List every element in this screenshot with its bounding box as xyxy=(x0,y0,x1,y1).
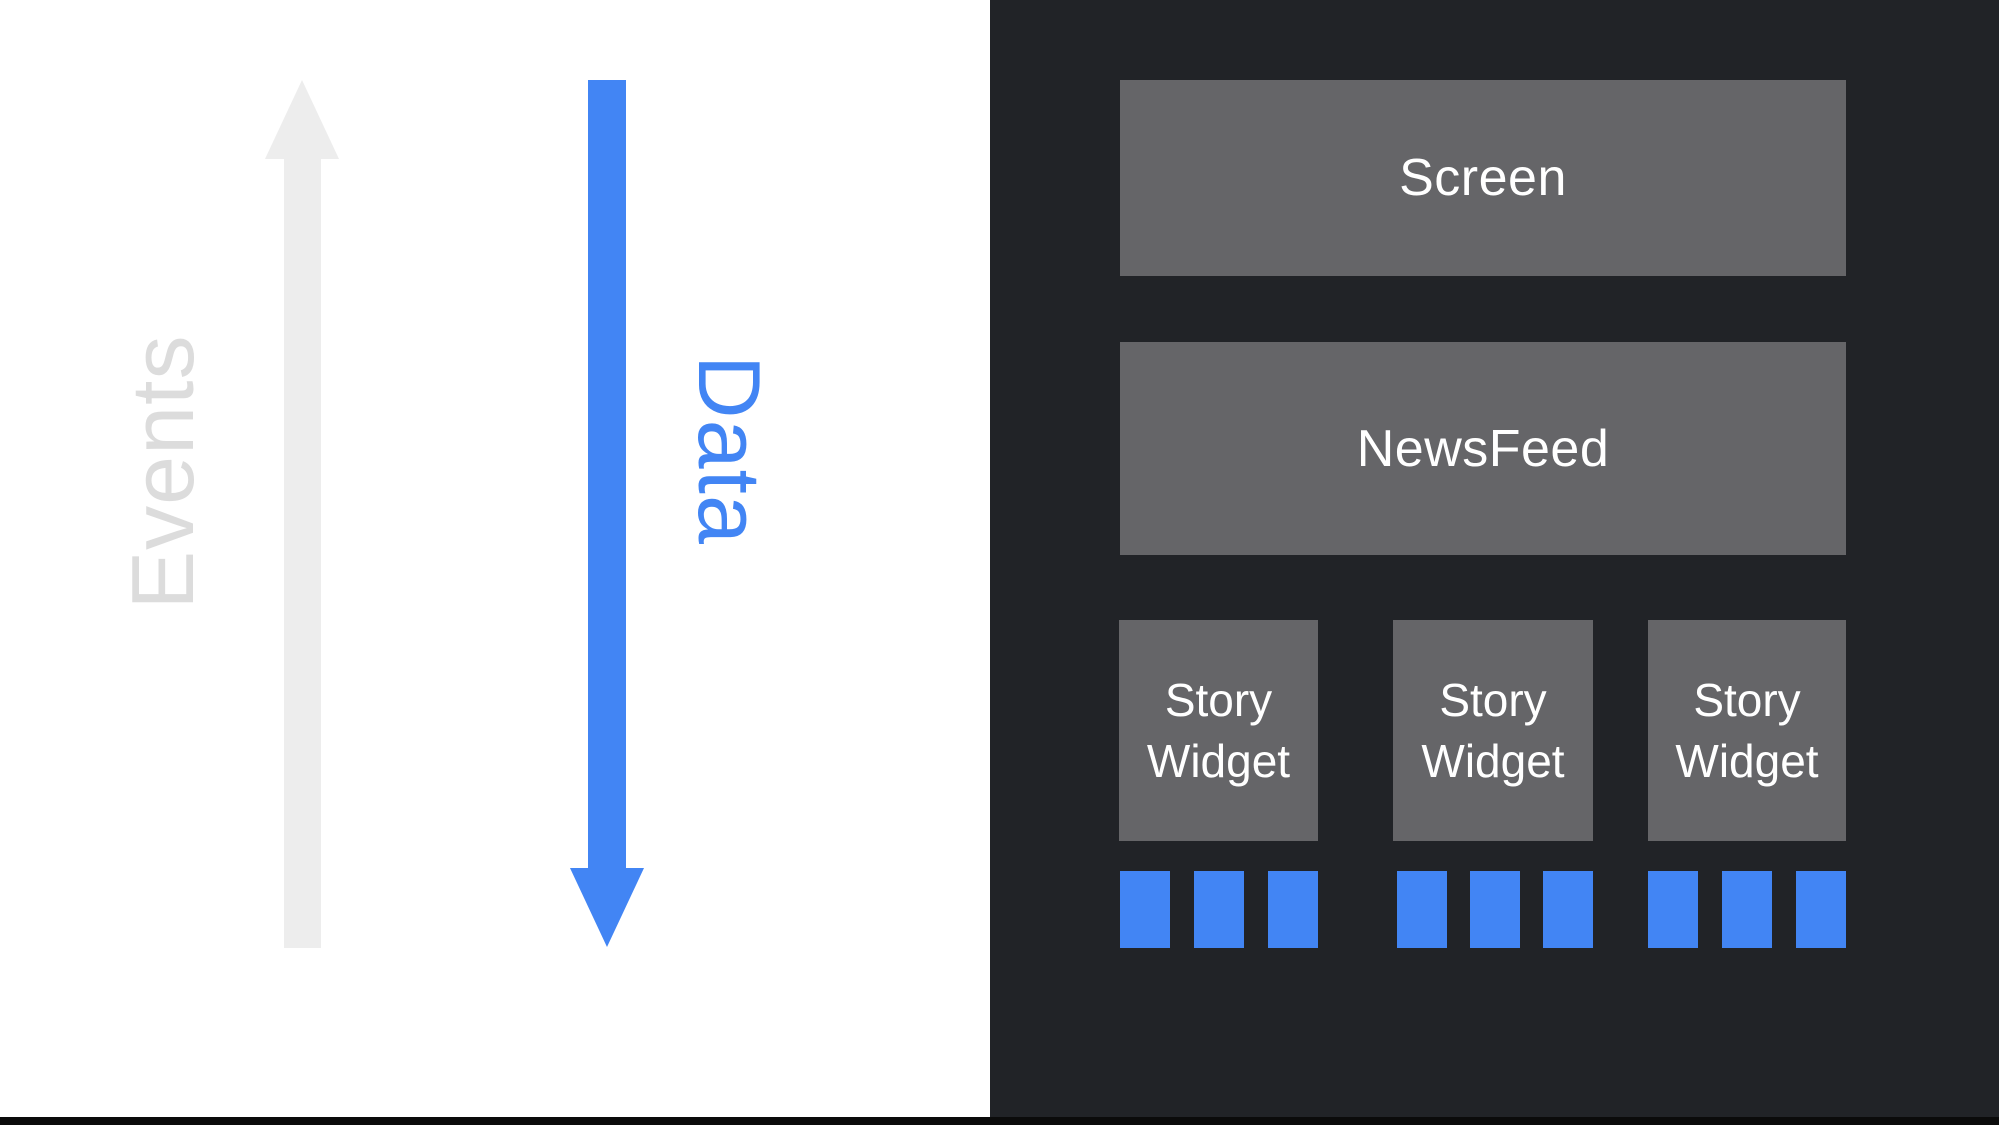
bottom-edge-bar xyxy=(0,1117,1999,1125)
screen-box: Screen xyxy=(1120,80,1846,276)
data-square xyxy=(1194,871,1244,948)
data-arrow-shaft xyxy=(588,80,626,868)
data-square xyxy=(1268,871,1318,948)
data-square-group-3 xyxy=(1648,871,1846,948)
data-square xyxy=(1648,871,1698,948)
story-widget-label: Story Widget xyxy=(1146,673,1291,787)
story-widget-box-1: Story Widget xyxy=(1119,620,1318,841)
screen-box-label: Screen xyxy=(1399,149,1567,207)
data-square-group-1 xyxy=(1120,871,1318,948)
story-widget-label: Story Widget xyxy=(1675,673,1819,787)
story-widget-label: Story Widget xyxy=(1421,673,1565,787)
newsfeed-box: NewsFeed xyxy=(1120,342,1846,555)
data-square xyxy=(1722,871,1772,948)
events-up-arrow xyxy=(265,80,339,948)
data-down-arrow xyxy=(570,80,644,947)
data-square xyxy=(1470,871,1520,948)
events-arrow-shaft xyxy=(283,159,321,948)
data-label: Data xyxy=(680,355,779,545)
data-square xyxy=(1543,871,1593,948)
data-square xyxy=(1120,871,1170,948)
story-widget-box-2: Story Widget xyxy=(1393,620,1593,841)
widget-tree-panel: Screen NewsFeed Story Widget Story Widge… xyxy=(990,0,1999,1125)
data-square xyxy=(1397,871,1447,948)
newsfeed-box-label: NewsFeed xyxy=(1356,419,1610,478)
data-square-group-2 xyxy=(1397,871,1593,948)
data-square xyxy=(1796,871,1846,948)
events-label: Events xyxy=(113,334,212,610)
story-widget-box-3: Story Widget xyxy=(1648,620,1846,841)
data-arrow-head-icon xyxy=(570,868,644,947)
events-arrow-head-icon xyxy=(265,80,339,159)
